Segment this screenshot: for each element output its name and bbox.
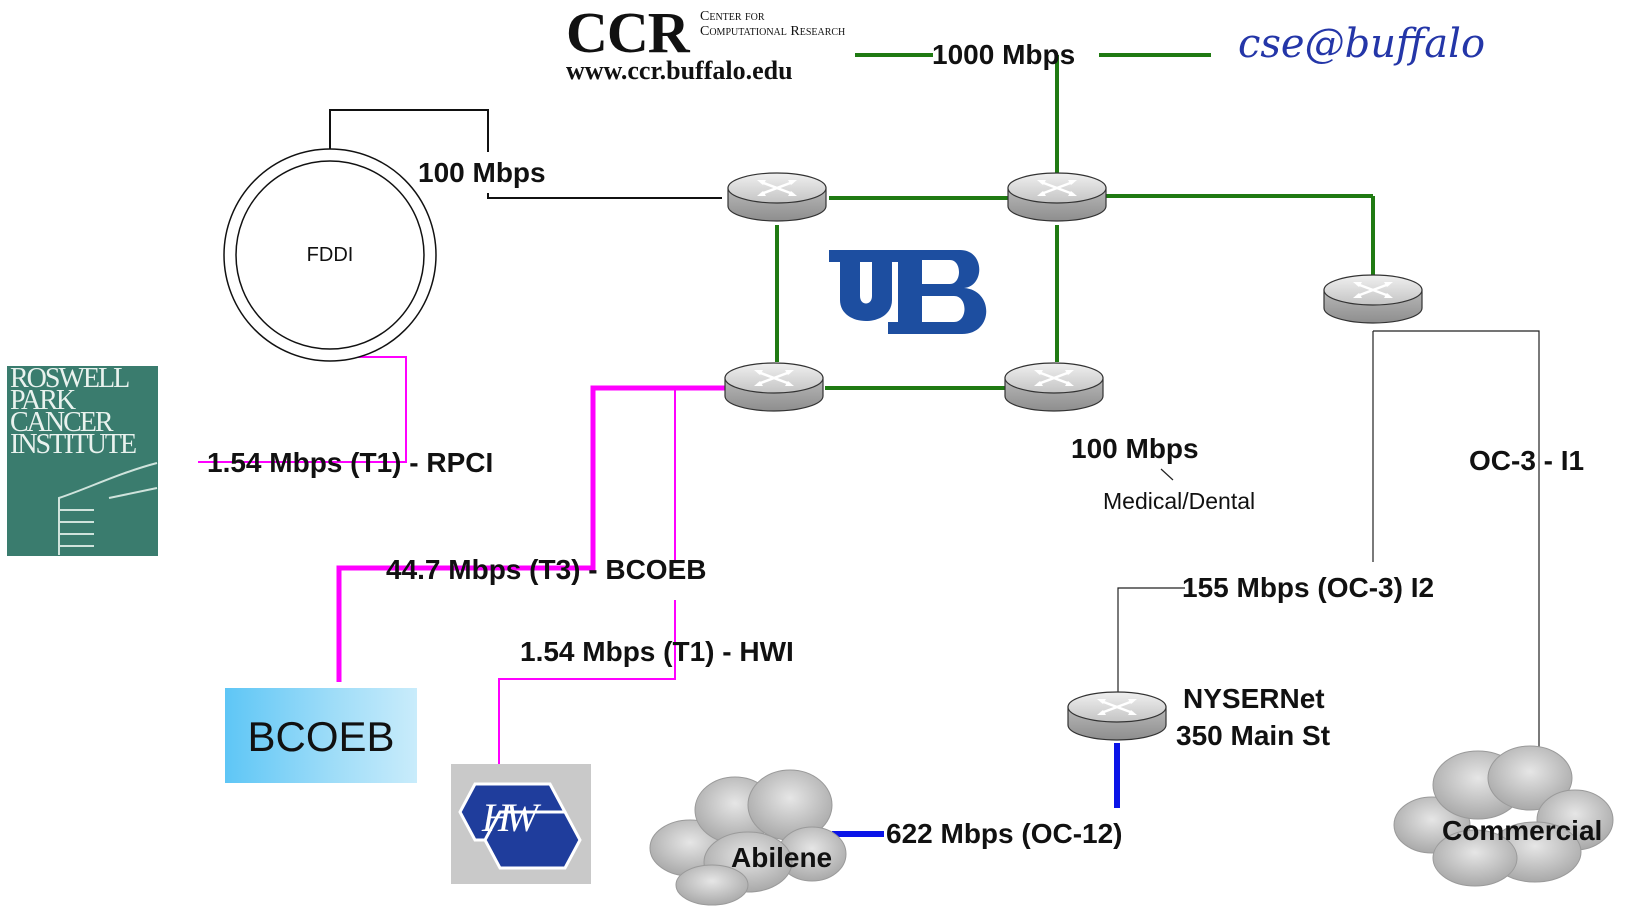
abilene-cloud — [649, 769, 847, 906]
link-fddi-100-label: 100 Mbps — [418, 157, 546, 188]
leased-lines — [198, 356, 725, 764]
bcoeb-label: BCOEB — [247, 713, 395, 760]
router-nysernet — [1066, 690, 1168, 742]
router-ub-core — [1006, 171, 1108, 223]
link-oc3-i2-label: 155 Mbps (OC-3) I2 — [1182, 572, 1435, 603]
commercial-label: Commercial — [1442, 815, 1603, 846]
rpci-building-graphic — [58, 462, 158, 555]
abilene-label: Abilene — [731, 842, 833, 873]
link-rpci-label: 1.54 Mbps (T1) - RPCI — [207, 447, 494, 478]
router-medical-dental — [1003, 361, 1105, 413]
ccr-logo: CCR — [566, 0, 690, 65]
rpci-logo-text: ROSWELL PARK CANCER INSTITUTE — [10, 366, 137, 460]
link-oc12-label: 622 Mbps (OC-12) — [886, 818, 1123, 849]
link-bcoeb-label: 44.7 Mbps (T3) - BCOEB — [386, 554, 707, 585]
bcoeb-box: BCOEB — [225, 688, 417, 783]
ccr-logo-fullname: Center for Computational Research — [700, 9, 846, 39]
fddi-links — [329, 109, 722, 199]
medical-dental-label: Medical/Dental — [1103, 488, 1256, 514]
fddi-ring — [223, 148, 437, 362]
fddi-label: FDDI — [306, 244, 354, 266]
link-medical-100-label: 100 Mbps — [1071, 433, 1199, 464]
internet-links — [1117, 330, 1540, 748]
ccr-url: www.ccr.buffalo.edu — [566, 56, 793, 85]
link-oc3-i1-label: OC-3 - I1 — [1469, 445, 1585, 476]
hwi-letters: HW — [482, 795, 538, 840]
router-ub-southwest — [723, 361, 825, 413]
commercial-cloud — [1393, 745, 1614, 887]
ub-logo — [829, 250, 987, 334]
nysernet-address: 350 Main St — [1176, 720, 1331, 751]
hwi-logo — [451, 764, 591, 884]
backbone-links — [775, 53, 1375, 390]
link-1000-label: 1000 Mbps — [932, 39, 1076, 70]
router-ub-west — [726, 171, 828, 223]
link-hwi-label: 1.54 Mbps (T1) - HWI — [520, 636, 794, 667]
router-internet — [1322, 273, 1424, 325]
rpci-logo: ROSWELL PARK CANCER INSTITUTE — [7, 366, 158, 556]
nysernet-label: NYSERNet — [1183, 683, 1325, 714]
cse-buffalo-logo: cse@buffalo — [1238, 21, 1486, 67]
oc12-links — [832, 743, 1120, 837]
